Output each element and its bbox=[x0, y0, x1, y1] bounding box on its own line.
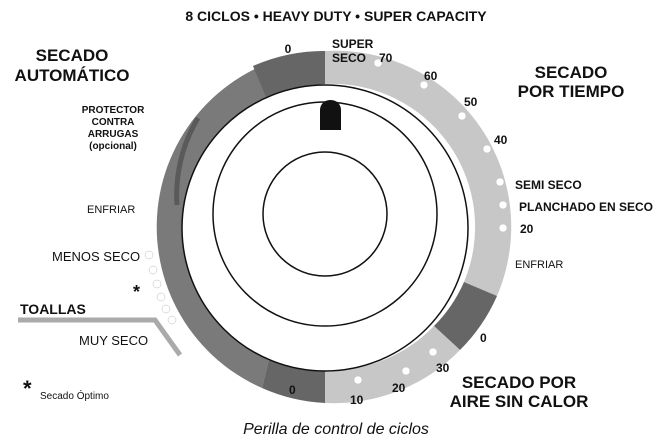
dot bbox=[353, 375, 363, 385]
super-seco-2: SECO bbox=[332, 51, 366, 65]
footnote-star: * bbox=[23, 376, 32, 401]
num-60: 60 bbox=[424, 69, 438, 83]
dot bbox=[373, 58, 383, 68]
dot bbox=[152, 279, 162, 289]
planchado-label: PLANCHADO EN SECO bbox=[519, 200, 653, 214]
dot bbox=[144, 250, 154, 260]
dot bbox=[401, 366, 411, 376]
dot bbox=[498, 200, 508, 210]
num-10: 10 bbox=[350, 393, 364, 407]
wrinkle-guard-arc bbox=[174, 116, 201, 206]
auto-heading-1: SECADO bbox=[36, 46, 109, 65]
num-50: 50 bbox=[464, 95, 478, 109]
dial-center bbox=[262, 151, 388, 277]
enfriar-left: ENFRIAR bbox=[87, 204, 135, 216]
auto-dry-segment bbox=[156, 51, 325, 388]
air-heading-2: AIRE SIN CALOR bbox=[450, 392, 589, 411]
timed-heading-2: POR TIEMPO bbox=[518, 82, 625, 101]
num-zero-top: 0 bbox=[285, 42, 292, 56]
protector-2: CONTRA bbox=[92, 117, 135, 128]
num-20: 20 bbox=[520, 222, 534, 236]
num-40: 40 bbox=[494, 133, 508, 147]
dot bbox=[457, 111, 467, 121]
dot bbox=[482, 144, 492, 154]
num-zero-bottom: 0 bbox=[289, 383, 296, 397]
num-20b: 20 bbox=[392, 381, 406, 395]
dot bbox=[167, 315, 177, 325]
footnote-text: Secado Óptimo bbox=[40, 389, 109, 402]
auto-start-segment bbox=[253, 50, 325, 97]
dot bbox=[156, 292, 166, 302]
star-mark: * bbox=[133, 282, 140, 302]
num-30: 30 bbox=[436, 361, 450, 375]
setting-dots bbox=[144, 58, 508, 385]
super-seco-1: SUPER bbox=[332, 37, 374, 51]
dot bbox=[161, 304, 171, 314]
muy-seco-label: MUY SECO bbox=[79, 333, 148, 348]
timed-end-segment bbox=[434, 282, 497, 350]
protector-1: PROTECTOR bbox=[82, 105, 145, 116]
figure-caption: Perilla de control de ciclos bbox=[243, 421, 429, 438]
dot bbox=[498, 223, 508, 233]
num-zero-right: 0 bbox=[480, 331, 487, 345]
timed-dry-segment bbox=[325, 50, 512, 296]
air-end-segment bbox=[262, 355, 325, 403]
dot bbox=[495, 177, 505, 187]
enfriar-right: ENFRIAR bbox=[515, 259, 563, 271]
dot bbox=[148, 265, 158, 275]
menos-seco-label: MENOS SECO bbox=[52, 249, 140, 264]
toallas-label: TOALLAS bbox=[20, 301, 86, 317]
timed-heading-1: SECADO bbox=[535, 63, 608, 82]
air-heading-1: SECADO POR bbox=[462, 373, 576, 392]
towels-line bbox=[18, 317, 183, 357]
protector-4: (opcional) bbox=[89, 141, 137, 152]
dot bbox=[428, 347, 438, 357]
auto-heading-2: AUTOMÁTICO bbox=[15, 66, 130, 85]
dial-pointer-base bbox=[320, 116, 341, 130]
header-title: 8 CICLOS • HEAVY DUTY • SUPER CAPACITY bbox=[185, 8, 487, 24]
num-70: 70 bbox=[379, 51, 393, 65]
protector-3: ARRUGAS bbox=[88, 129, 139, 140]
semi-seco-label: SEMI SECO bbox=[515, 178, 582, 192]
dot bbox=[419, 80, 429, 90]
